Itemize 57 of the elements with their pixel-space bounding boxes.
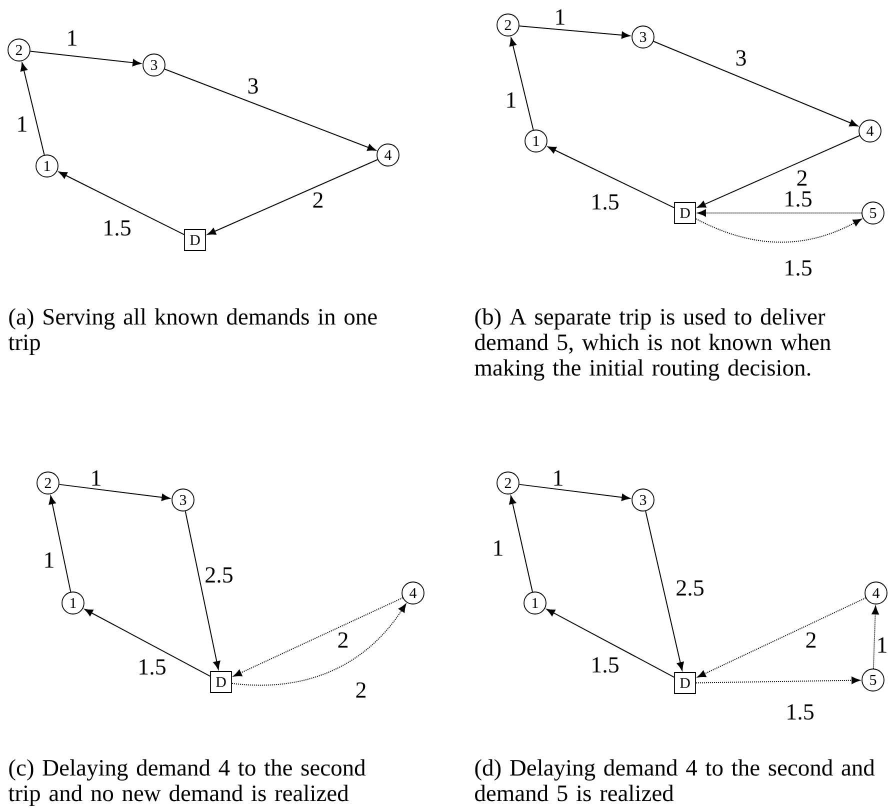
depot-box: D bbox=[674, 202, 696, 224]
edge-label: 1 bbox=[551, 469, 565, 487]
edge-label: 1.5 bbox=[782, 190, 814, 208]
arrow bbox=[207, 159, 378, 235]
edge-label: 1.5 bbox=[102, 219, 132, 237]
edge-label: 2.5 bbox=[674, 579, 706, 597]
arrow bbox=[518, 26, 630, 39]
edge-label: 1 bbox=[875, 636, 888, 654]
arrow bbox=[695, 218, 862, 243]
caption: (b) A separate trip is used to deliver demand 5, which is not known when making the initial routing decision. bbox=[474, 308, 831, 381]
edge-label: 1 bbox=[42, 551, 56, 569]
edge-label: 2 bbox=[354, 681, 368, 699]
edge-label: 2 bbox=[336, 631, 350, 649]
edge-label: 1 bbox=[15, 115, 29, 133]
arrow bbox=[48, 496, 72, 592]
edge-label: 1.5 bbox=[136, 658, 168, 676]
edge-label: 1 bbox=[504, 91, 518, 109]
arrow bbox=[58, 484, 170, 501]
arrow bbox=[84, 608, 211, 677]
arrow bbox=[231, 604, 406, 686]
edge-label: 1.5 bbox=[784, 703, 816, 721]
caption: (a) Serving all known demands in one trip bbox=[8, 308, 377, 355]
edge-label: 3 bbox=[246, 77, 260, 95]
arrow bbox=[697, 597, 866, 678]
edge-label: 2 bbox=[311, 191, 325, 209]
edge-label: 2.5 bbox=[204, 566, 234, 584]
edge-label: 2 bbox=[795, 169, 809, 187]
edge-label: 1 bbox=[491, 539, 505, 557]
edge-label: 3 bbox=[734, 49, 748, 67]
depot-box: D bbox=[210, 671, 232, 693]
edge-label: 1 bbox=[553, 8, 567, 26]
arrow bbox=[548, 146, 675, 208]
edge-label: 1.5 bbox=[782, 259, 814, 277]
arrow bbox=[697, 209, 862, 217]
arrow bbox=[20, 62, 45, 156]
arrow bbox=[653, 40, 858, 126]
arrow bbox=[509, 38, 534, 130]
arrow bbox=[509, 496, 533, 592]
caption: (d) Delaying demand 4 to the second and demand 5 is realized bbox=[475, 759, 875, 802]
edge-label: 1 bbox=[65, 29, 79, 47]
caption: (c) Delaying demand 4 to the second trip and no new demand is realized bbox=[8, 759, 366, 806]
arrow bbox=[164, 68, 376, 151]
arrow bbox=[645, 510, 684, 671]
arrow bbox=[184, 510, 220, 670]
depot-box: D bbox=[674, 672, 696, 694]
arrow bbox=[58, 172, 185, 236]
edge-label: 1.5 bbox=[590, 193, 620, 211]
arrow bbox=[518, 484, 630, 501]
edge-label: 2 bbox=[804, 631, 818, 649]
arrow bbox=[697, 135, 860, 208]
arrow bbox=[546, 608, 675, 678]
arrow bbox=[30, 50, 142, 66]
arrow bbox=[233, 597, 404, 677]
edge-label: 1.5 bbox=[590, 656, 620, 674]
depot-box: D bbox=[184, 229, 206, 251]
edge-label: 1 bbox=[89, 469, 103, 487]
arrow bbox=[695, 676, 860, 684]
